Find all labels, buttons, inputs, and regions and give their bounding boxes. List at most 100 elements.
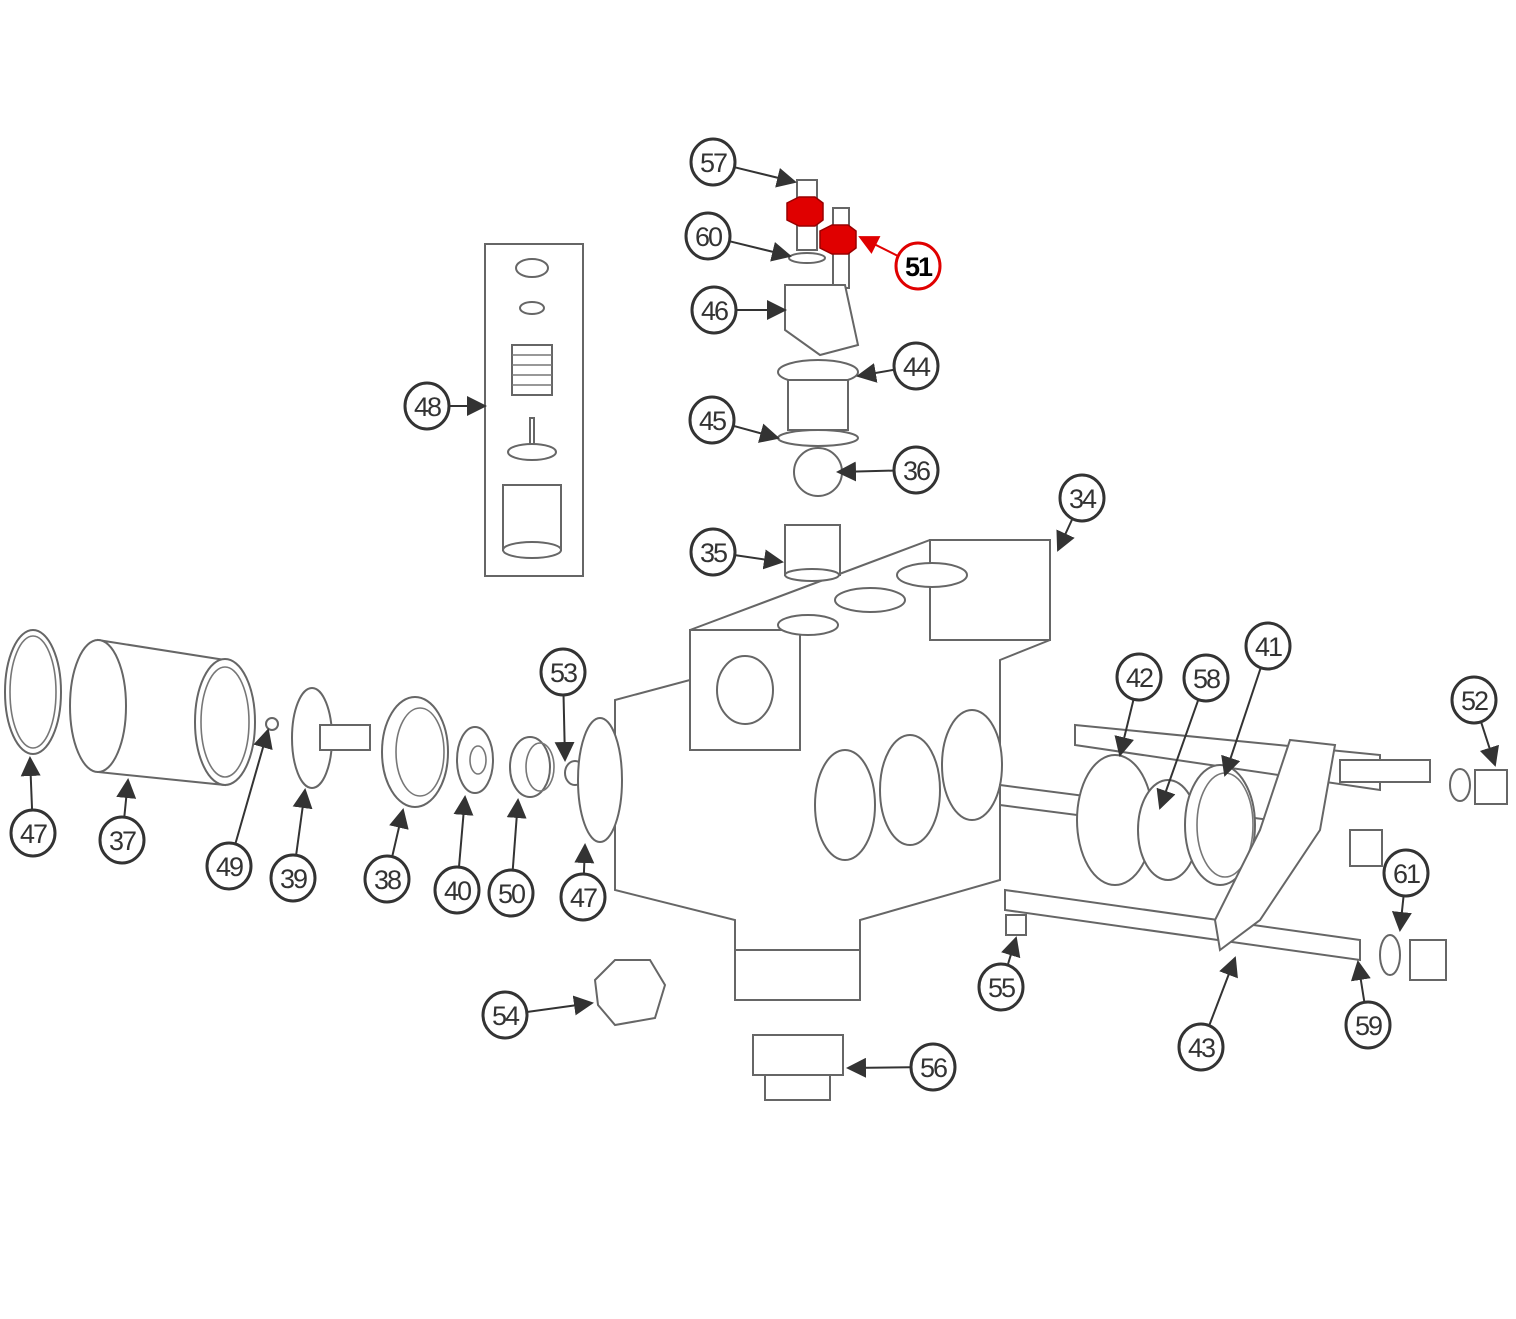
callout-arrow [735, 166, 797, 188]
callout-51: 51 [858, 236, 942, 291]
callout-number: 39 [280, 864, 307, 894]
callout-circle [689, 137, 737, 187]
callout-arrow [1391, 895, 1412, 932]
callout-number: 54 [492, 1001, 520, 1031]
callout-48: 48 [403, 381, 487, 431]
callout-circle [269, 853, 317, 903]
parts-drawing [4, 179, 1508, 1101]
callout-number: 53 [550, 658, 577, 688]
callout-40: 40 [433, 795, 481, 915]
callout-circle [1058, 473, 1106, 523]
callout-circle [977, 962, 1025, 1012]
callout-circle [1382, 848, 1430, 898]
callout-arrow [836, 461, 894, 482]
callout-arrow [1056, 518, 1075, 552]
callout-arrow [1001, 936, 1021, 966]
callout-arrow [1156, 699, 1200, 810]
callout-circle [1182, 653, 1230, 703]
callout-number: 60 [695, 222, 722, 252]
callout-number: 59 [1355, 1011, 1382, 1041]
callout-arrow [116, 778, 137, 818]
callout-56: 56 [846, 1042, 957, 1092]
callout-44: 44 [856, 341, 940, 391]
callout-number: 56 [920, 1053, 947, 1083]
callout-circle [1450, 675, 1498, 725]
callout-circle [689, 527, 737, 577]
callout-arrow [858, 236, 898, 257]
callout-arrow [1114, 699, 1135, 757]
callout-arrow [856, 363, 894, 383]
callout-43: 43 [1177, 956, 1238, 1072]
callout-circle [690, 285, 738, 335]
callout-number: 61 [1393, 859, 1420, 889]
callout-circle [688, 395, 736, 445]
callout-number: 58 [1193, 664, 1220, 694]
callout-circle [1177, 1022, 1225, 1072]
callout-45: 45 [688, 395, 780, 445]
callout-number: 42 [1126, 663, 1153, 693]
callout-38: 38 [363, 808, 411, 904]
callout-arrow [20, 756, 41, 811]
callout-57: 57 [689, 137, 797, 188]
callout-circle [1344, 1000, 1392, 1050]
callout-arrow [453, 795, 474, 868]
callout-circle [909, 1042, 957, 1092]
callout-34: 34 [1056, 473, 1106, 552]
callout-circle [487, 868, 535, 918]
callout-36: 36 [836, 445, 940, 495]
callout-circle [9, 808, 57, 858]
callout-arrow [1350, 960, 1371, 1003]
callout-50: 50 [487, 798, 535, 918]
callout-number: 44 [903, 352, 931, 382]
callout-number: 36 [903, 456, 930, 486]
callout-circle [205, 841, 253, 891]
callout-54: 54 [481, 990, 594, 1040]
callout-52: 52 [1450, 675, 1499, 767]
callout-arrow [846, 1057, 911, 1078]
callout-number: 34 [1069, 484, 1097, 514]
callout-35: 35 [689, 527, 784, 577]
callout-number: 46 [701, 296, 728, 326]
callout-number: 50 [498, 879, 525, 909]
callout-circle [98, 815, 146, 865]
highlighted-nut-part-51 [786, 196, 857, 255]
callout-circle [1244, 621, 1292, 671]
callout-59: 59 [1344, 960, 1392, 1050]
callout-number: 40 [444, 876, 471, 906]
callout-number: 57 [700, 148, 727, 178]
callout-61: 61 [1382, 848, 1430, 932]
callout-circle [684, 211, 732, 261]
callout-58: 58 [1156, 653, 1230, 810]
callout-number: 51 [905, 252, 933, 282]
callout-number: 47 [570, 883, 597, 913]
callout-number: 43 [1188, 1033, 1215, 1063]
callout-circle [433, 865, 481, 915]
callout-circle [403, 381, 451, 431]
callout-arrow [1221, 667, 1262, 777]
callout-49: 49 [205, 728, 273, 891]
callout-arrow [735, 549, 784, 570]
callout-arrow [554, 694, 575, 762]
callout-47: 47 [559, 843, 607, 922]
callout-circle [559, 872, 607, 922]
callout-arrow [292, 788, 313, 856]
callout-arrow [506, 798, 527, 871]
callout-47: 47 [9, 756, 57, 858]
callout-53: 53 [539, 647, 587, 762]
callout-number: 48 [414, 392, 441, 422]
callout-number: 37 [109, 826, 136, 856]
callout-arrow [733, 423, 780, 443]
callout-42: 42 [1114, 652, 1163, 757]
callout-arrow [389, 808, 409, 857]
callout-circle [892, 445, 940, 495]
callout-37: 37 [98, 778, 146, 865]
callout-arrow [1479, 721, 1499, 767]
callout-circle [481, 990, 529, 1040]
callout-number: 45 [699, 406, 726, 436]
callout-arrow [730, 240, 792, 262]
callout-circle [894, 241, 942, 291]
callout-55: 55 [977, 936, 1025, 1012]
callout-arrow [234, 728, 273, 845]
